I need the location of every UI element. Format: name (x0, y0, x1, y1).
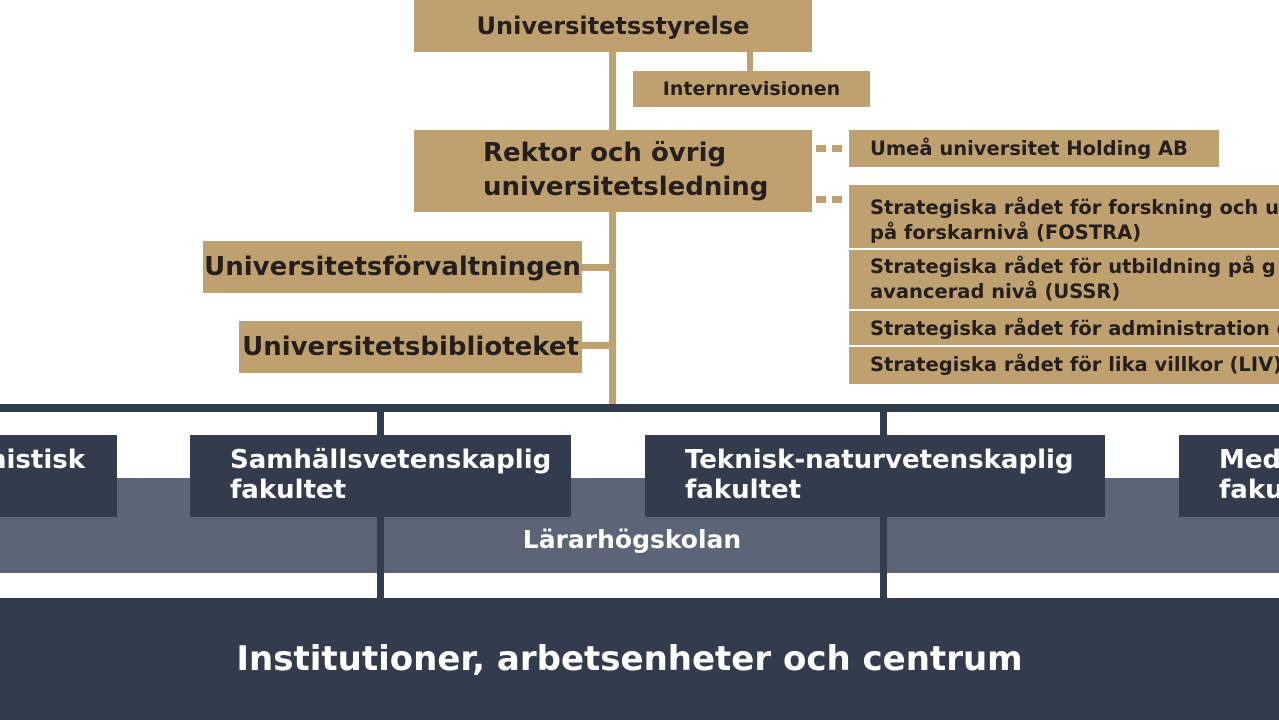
strategic-council-education-line-2: avancerad nivå (USSR) (870, 280, 1121, 303)
connector-library (580, 342, 612, 349)
board-label: Universitetsstyrelse (476, 12, 750, 40)
faculty-divider-line (377, 478, 384, 573)
strategic-council-education-line-1: Strategiska rådet för utbildning på g (870, 255, 1276, 278)
library-label: Universitetsbiblioteket (242, 332, 579, 362)
faculty-humanities-line-2: t (0, 475, 117, 505)
divider (849, 345, 1279, 347)
rector-label-line-2: universitetsledning (483, 172, 769, 202)
rector-box: Rektor och övrig universitetsledning (414, 130, 812, 212)
strategic-council-equal-conditions: Strategiska rådet för lika villkor (LIV) (849, 348, 1279, 380)
departments-box: Institutioner, arbetsenheter och centrum (0, 598, 1279, 720)
faculty-social-sciences-line-2: fakultet (230, 475, 347, 505)
faculty-divider-line (880, 478, 887, 573)
dashed-connector-councils (816, 196, 846, 203)
faculty-social-sciences-line-1: Samhällsvetenskaplig (230, 445, 552, 475)
divider (849, 248, 1279, 250)
teacher-school-text: Lärarhögskolan (522, 524, 742, 554)
departments-label: Institutioner, arbetsenheter och centrum (236, 639, 1023, 679)
rector-label-line-1: Rektor och övrig (483, 138, 727, 168)
strategic-council-education: Strategiska rådet för utbildning på g av… (849, 252, 1279, 306)
faculty-bus-line (0, 404, 1279, 412)
holding-label: Umeå universitet Holding AB (870, 137, 1188, 160)
teacher-school-label: Lärarhögskolan (384, 518, 880, 560)
connector-board-audit (747, 50, 753, 72)
strategic-council-administration-label: Strategiska rådet för administration o (870, 316, 1279, 340)
divider (849, 309, 1279, 311)
board-box: Universitetsstyrelse (414, 0, 812, 52)
strategic-council-administration: Strategiska rådet för administration o (849, 312, 1279, 344)
holding-box: Umeå universitet Holding AB (849, 130, 1219, 167)
administration-label: Universitetsförvaltningen (204, 252, 581, 282)
connector-board-rector (609, 50, 616, 132)
faculty-science-technology-line-2: fakultet (685, 475, 802, 505)
connector-administration (580, 264, 612, 271)
faculty-science-technology-line-1: Teknisk-naturvetenskaplig (685, 445, 1074, 475)
internal-audit-label: Internrevisionen (662, 78, 841, 100)
internal-audit-box: Internrevisionen (633, 71, 870, 107)
strategic-council-research: Strategiska rådet för forskning och u på… (849, 193, 1279, 247)
strategic-council-research-line-2: på forskarnivå (FOSTRA) (870, 221, 1142, 244)
administration-box: Universitetsförvaltningen (203, 241, 582, 293)
strategic-councils-box: Strategiska rådet för forskning och u på… (849, 185, 1279, 384)
strategic-council-equal-conditions-label: Strategiska rådet för lika villkor (LIV) (870, 352, 1279, 376)
faculty-medicine-line-1: Med (1219, 445, 1279, 475)
faculty-science-technology: Teknisk-naturvetenskaplig fakultet (645, 435, 1105, 517)
faculty-medicine-line-2: faku (1219, 475, 1279, 505)
faculty-medicine: Med faku (1179, 435, 1279, 517)
faculty-social-sciences: Samhällsvetenskaplig fakultet (190, 435, 571, 517)
dashed-connector-holding (816, 145, 846, 152)
library-box: Universitetsbiblioteket (239, 321, 582, 373)
connector-rector-trunk (609, 210, 616, 406)
strategic-council-research-line-1: Strategiska rådet för forskning och u (870, 196, 1279, 219)
